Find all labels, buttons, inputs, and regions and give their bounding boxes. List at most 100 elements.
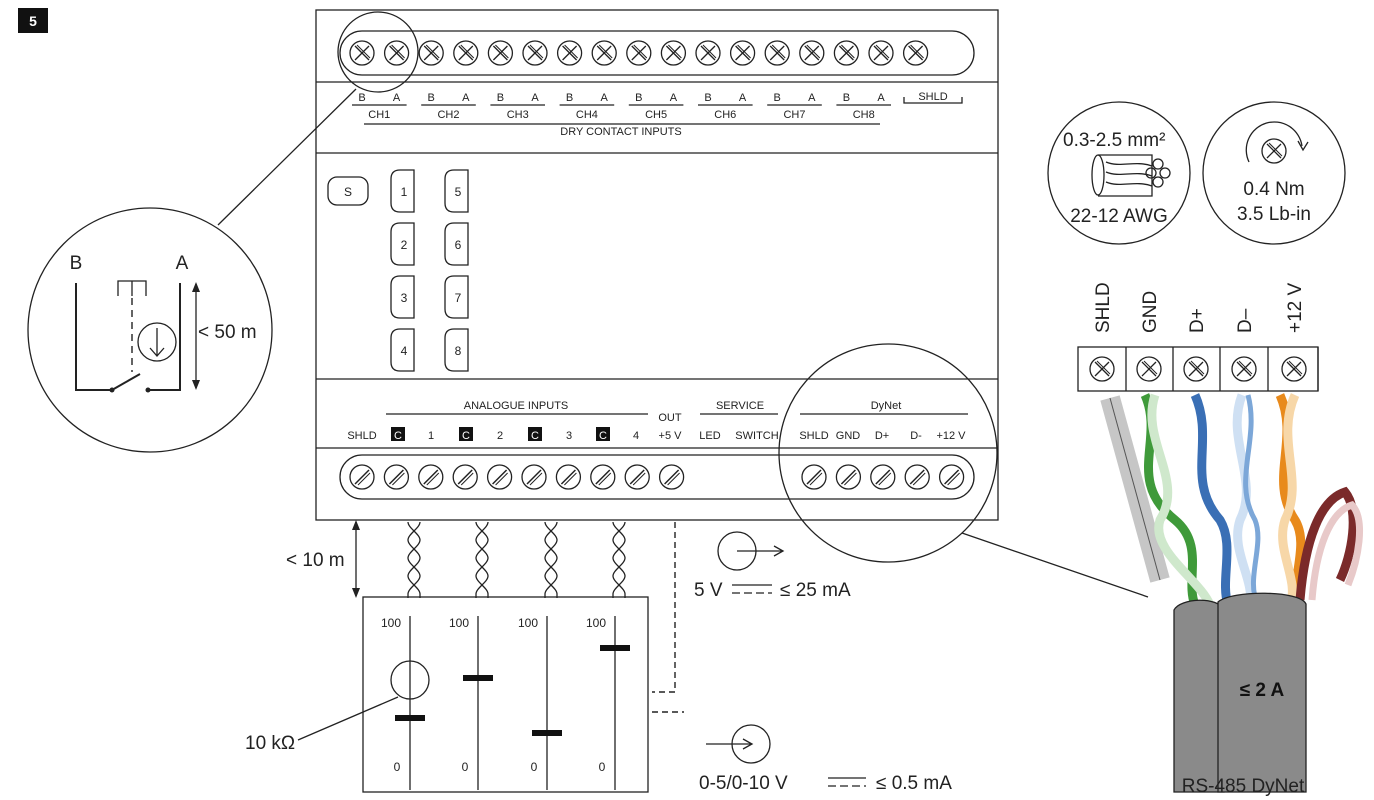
contact-b-label: B — [70, 253, 83, 274]
scale-top-label: 100 — [518, 616, 538, 630]
dynet-terminal-label: SHLD — [799, 430, 828, 442]
screw-terminal-icon — [835, 464, 862, 490]
common-terminal-label: C — [599, 430, 607, 442]
dynet-terminal-label: D+ — [875, 430, 889, 442]
resistor-label: 10 kΩ — [245, 733, 295, 754]
screw-terminal-icon — [383, 40, 410, 66]
scale-bottom-label: 0 — [462, 760, 469, 774]
service-title: SERVICE — [716, 400, 764, 412]
contact-a-label: A — [176, 253, 189, 274]
twisted-wire-icon — [475, 521, 489, 595]
twisted-wire-icon — [544, 521, 558, 595]
analogue-terminal-strip — [339, 454, 975, 500]
analogue-terminal-label: 2 — [497, 430, 503, 442]
potentiometer-knob — [600, 645, 630, 651]
potentiometer-knob — [395, 715, 425, 721]
dynet-connector-label: D– — [1235, 308, 1256, 333]
screw-terminal-icon — [590, 464, 616, 490]
channel-b-label: B — [428, 92, 435, 104]
screw-terminal-icon — [904, 464, 930, 490]
screw-terminal-icon — [452, 464, 478, 490]
channel-label: CH6 — [714, 109, 736, 121]
service-terminal-label: SWITCH — [735, 430, 778, 442]
twisted-wire-icon — [475, 521, 489, 595]
dynet-connector-label: D+ — [1187, 308, 1208, 333]
torque-metric: 0.4 Nm — [1243, 179, 1304, 200]
in-current-label: ≤ 0.5 mA — [876, 773, 952, 794]
scale-top-label: 100 — [381, 616, 401, 630]
twisted-wire-icon — [612, 521, 626, 595]
channel-label: CH4 — [576, 109, 598, 121]
dynet-connector-label: SHLD — [1093, 282, 1114, 333]
analogue-inputs-title: ANALOGUE INPUTS — [464, 400, 569, 412]
screw-terminal-icon — [938, 464, 965, 490]
screw-terminal-icon — [453, 40, 479, 66]
channel-a-label: A — [739, 92, 747, 104]
rotate-arrow-icon — [1245, 121, 1303, 163]
screw-terminal-icon — [801, 464, 827, 490]
channel-button-label: 5 — [455, 185, 462, 199]
cable-type-label: RS-485 DyNet — [1182, 776, 1305, 797]
dynet-connector-label: +12 V — [1285, 282, 1306, 333]
screw-terminal-icon — [1231, 356, 1257, 382]
contact-zoom-circle: B A < 50 m — [27, 11, 419, 453]
channel-a-label: A — [670, 92, 678, 104]
screw-terminal-icon — [487, 40, 514, 66]
screw-terminal-icon — [1136, 356, 1162, 382]
screw-terminal-icon — [1089, 356, 1115, 382]
channel-label: CH7 — [783, 109, 805, 121]
scale-top-label: 100 — [449, 616, 469, 630]
push-button-icon — [390, 222, 415, 266]
screw-terminal-icon — [591, 40, 617, 66]
out-current-label: ≤ 25 mA — [780, 580, 851, 601]
screw-terminal-icon — [764, 40, 790, 66]
dry-contact-terminal-strip — [339, 30, 975, 76]
wire-gauge: 22-12 AWG — [1070, 206, 1168, 227]
scale-top-label: 100 — [586, 616, 606, 630]
channel-button-label: 8 — [455, 344, 462, 358]
analogue-terminal-label: +5 V — [659, 430, 683, 442]
screw-terminal-icon — [556, 40, 583, 66]
service-button-label: S — [344, 185, 352, 199]
dry-contact-inputs-title: DRY CONTACT INPUTS — [560, 126, 681, 138]
screw-terminal-icon — [729, 40, 756, 66]
channel-a-label: A — [877, 92, 885, 104]
analogue-terminal-label: 1 — [428, 430, 434, 442]
screw-terminal-icon — [418, 40, 444, 66]
screw-terminal-icon — [522, 40, 548, 66]
channel-label: CH5 — [645, 109, 667, 121]
channel-a-label: A — [462, 92, 470, 104]
screw-terminal-icon — [1183, 356, 1209, 382]
twisted-wire-icon — [1091, 154, 1171, 197]
screw-terminal-icon — [418, 464, 444, 490]
current-arrow-icon — [137, 322, 177, 362]
push-button-icon — [444, 169, 469, 213]
channel-label: CH1 — [368, 109, 390, 121]
current-rating-label: ≤ 2 A — [1240, 680, 1285, 701]
analogue-terminal-label: SHLD — [347, 430, 376, 442]
channel-button-label: 1 — [401, 185, 408, 199]
potentiometer-knob — [463, 675, 493, 681]
potentiometer-knob — [532, 730, 562, 736]
torque-imperial: 3.5 Lb-in — [1237, 204, 1311, 225]
out-voltage-label: 5 V — [694, 580, 723, 601]
push-button-icon — [444, 222, 469, 266]
channel-a-label: A — [808, 92, 816, 104]
potentiometer-box — [362, 596, 649, 793]
in-voltage-label: 0-5/0-10 V — [699, 773, 788, 794]
bottom-section-titles: ANALOGUE INPUTS OUT SERVICE DyNet — [386, 400, 968, 424]
screw-terminal-icon — [349, 464, 375, 490]
channel-b-label: B — [704, 92, 711, 104]
screw-terminal-icon — [555, 464, 582, 490]
common-terminal-label: C — [462, 430, 470, 442]
screw-terminal-icon — [660, 40, 687, 66]
service-terminal-label: LED — [699, 430, 720, 442]
screw-terminal-icon — [658, 464, 685, 490]
screw-terminal-icon — [695, 40, 721, 66]
dynet-wires — [1100, 393, 1364, 608]
channel-b-label: B — [843, 92, 850, 104]
screw-terminal-icon — [1281, 356, 1307, 382]
channel-button-label: 2 — [401, 238, 408, 252]
scale-bottom-label: 0 — [531, 760, 538, 774]
dynet-title: DyNet — [871, 400, 902, 412]
